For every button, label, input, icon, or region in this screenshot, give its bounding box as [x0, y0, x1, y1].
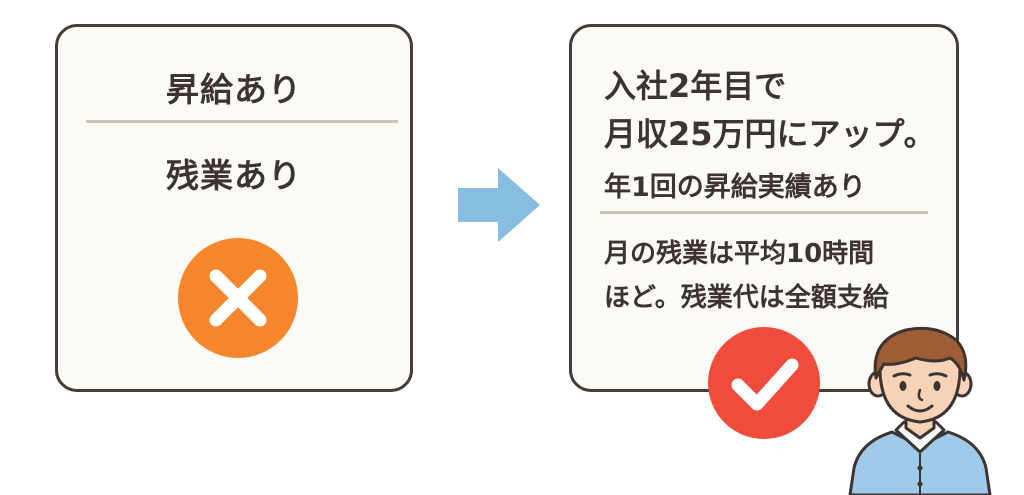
right-divider [600, 211, 928, 214]
overtime-label: 残業あり [166, 156, 302, 195]
left-divider [86, 120, 398, 123]
overtime-line-2: ほど。残業代は全額支給 [604, 283, 889, 313]
check-icon [708, 327, 820, 439]
before-card: 昇給あり 残業あり [55, 24, 413, 392]
cross-icon [178, 238, 298, 358]
after-card: 入社2年目で 月収25万円にアップ。 年1回の昇給実績あり 月の残業は平均10時… [569, 24, 959, 392]
overtime-line-1: 月の残業は平均10時間 [604, 239, 875, 269]
raise-record-text: 年1回の昇給実績あり [604, 172, 866, 203]
person-illustration [840, 318, 1000, 495]
headline-line-2: 月収25万円にアップ。 [604, 115, 936, 153]
headline-line-1: 入社2年目で [604, 67, 787, 105]
raise-label: 昇給あり [166, 70, 302, 109]
arrow-right-icon [458, 168, 540, 242]
